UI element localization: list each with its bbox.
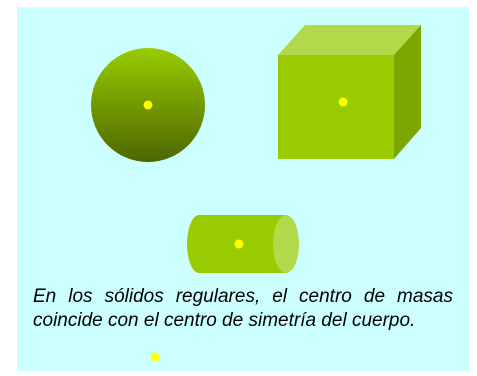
cube-center-point xyxy=(338,97,348,107)
cube-side-face xyxy=(394,25,421,159)
sphere xyxy=(91,48,205,162)
caption-center-point xyxy=(150,352,160,362)
cylinder-end-face xyxy=(273,215,299,273)
cylinder xyxy=(187,215,299,273)
cube-top-face xyxy=(278,25,421,55)
cube-front-face xyxy=(278,55,394,159)
cube xyxy=(278,25,421,159)
solids-figure xyxy=(91,25,421,362)
cylinder-center-point xyxy=(234,239,244,249)
sphere-center-point xyxy=(143,100,153,110)
caption-text: En los sólidos regulares, el centro de m… xyxy=(33,286,453,331)
illustration-panel: En los sólidos regulares, el centro de m… xyxy=(17,7,469,371)
